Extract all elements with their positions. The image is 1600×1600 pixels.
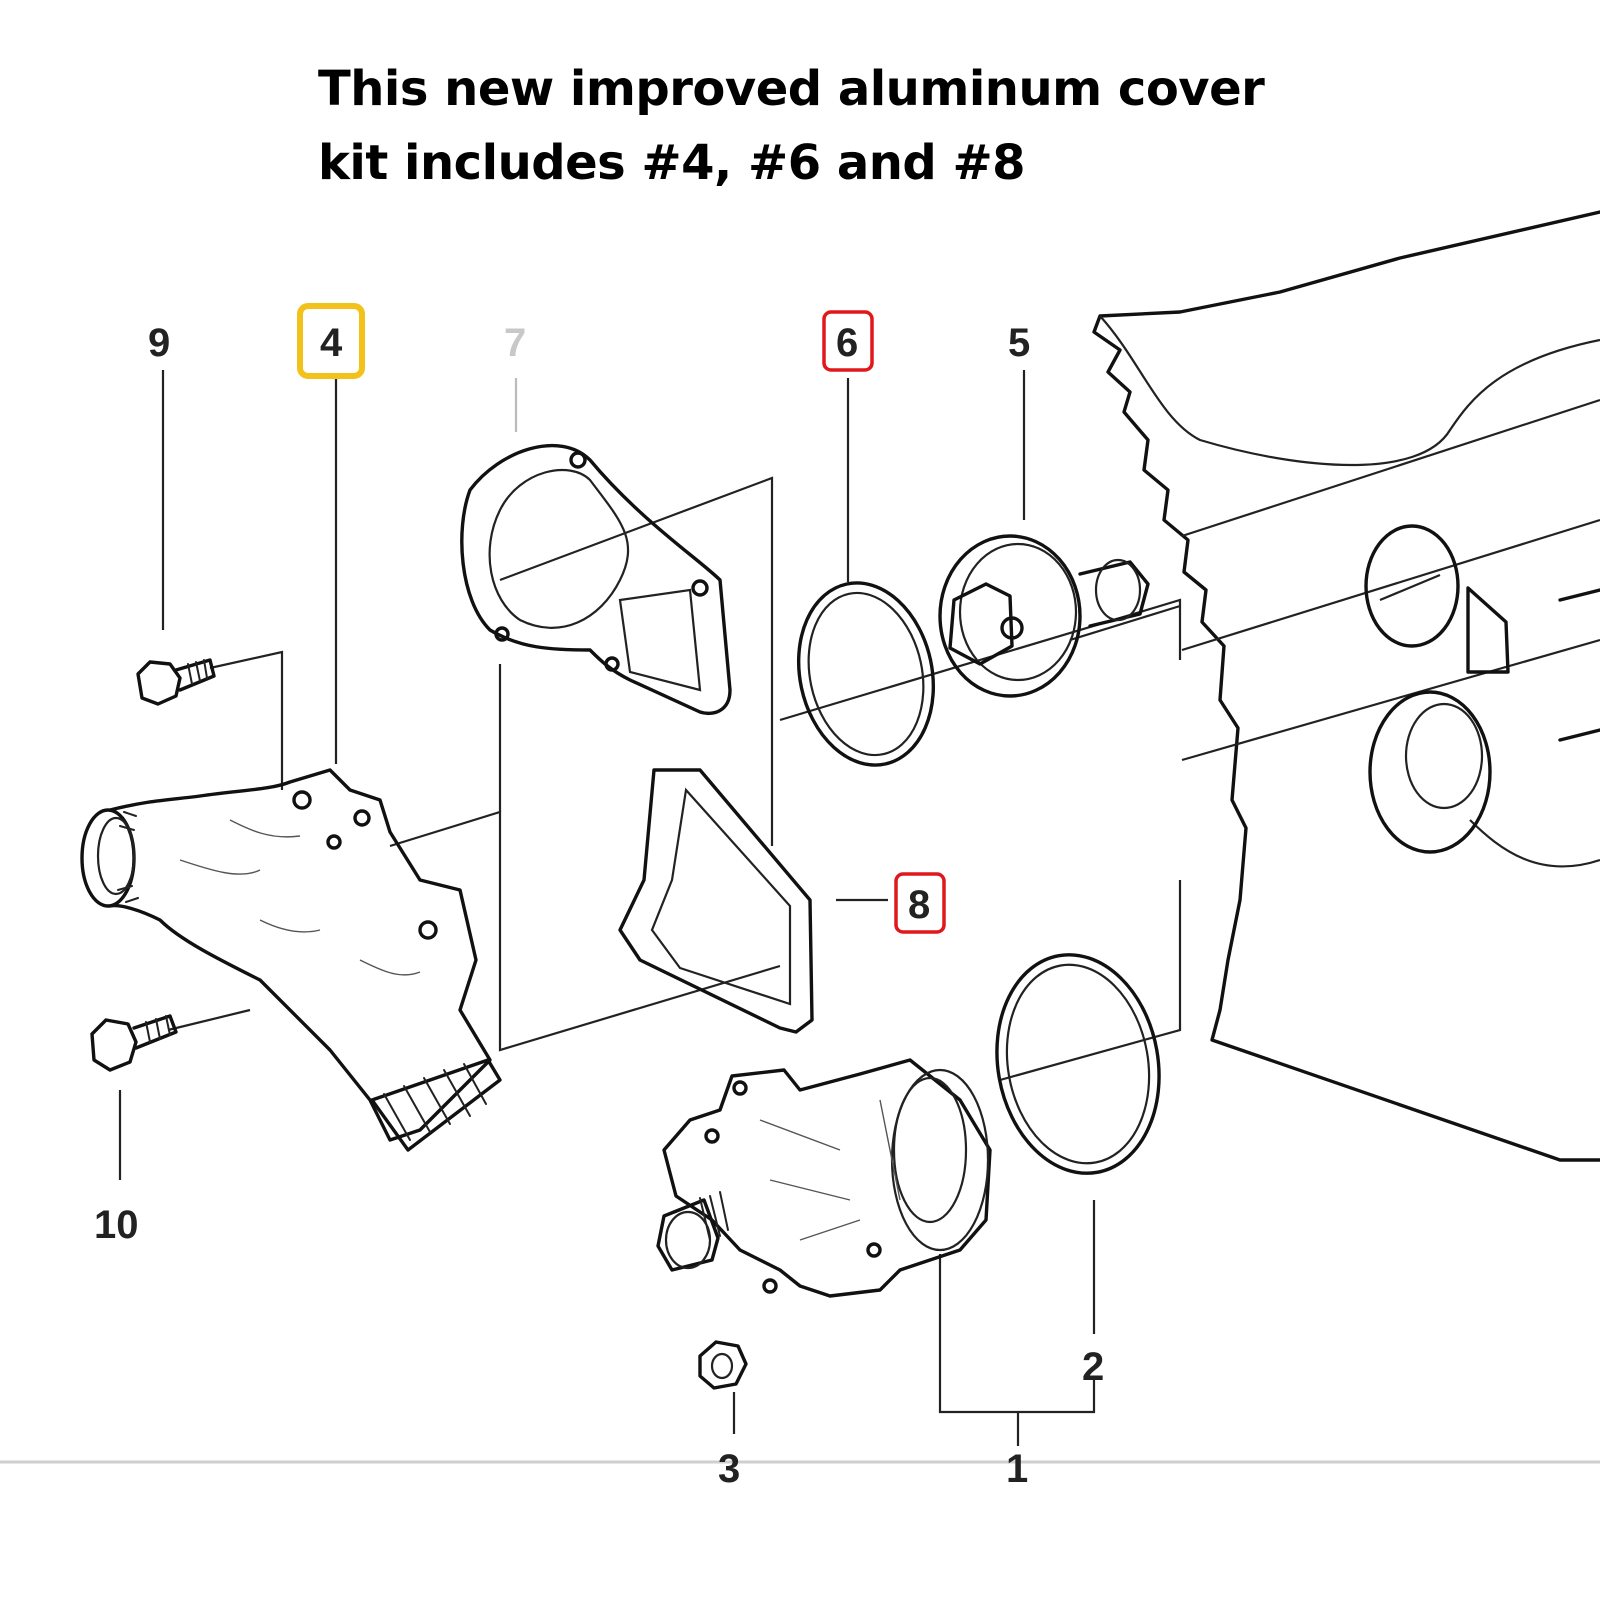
assembly-lines xyxy=(167,476,1182,1082)
caption: This new improved aluminum cover kit inc… xyxy=(318,52,1318,200)
callout-6-highlight xyxy=(822,310,874,372)
leader-lines xyxy=(118,370,1096,1446)
bolt-9 xyxy=(136,658,216,706)
callout-4-highlight xyxy=(297,303,365,379)
caption-line-1: This new improved aluminum cover xyxy=(318,61,1265,117)
caption-line-2: kit includes #4, #6 and #8 xyxy=(318,135,1026,191)
callout-7: 7 xyxy=(504,321,526,365)
gasket-7 xyxy=(460,443,732,716)
o-ring-6 xyxy=(796,581,936,767)
callout-3: 3 xyxy=(718,1447,740,1491)
thermostat-housing-4 xyxy=(80,768,502,1152)
nut-3 xyxy=(698,1340,748,1390)
callout-2: 2 xyxy=(1082,1345,1104,1389)
thermostat-5 xyxy=(938,534,1150,698)
callout-9: 9 xyxy=(148,321,170,365)
o-ring-2 xyxy=(995,953,1161,1175)
gasket-8 xyxy=(618,768,814,1034)
callout-6: 6 xyxy=(836,321,858,365)
callout-1: 1 xyxy=(1006,1447,1028,1491)
engine-block xyxy=(1092,210,1600,1162)
callout-10: 10 xyxy=(94,1203,139,1247)
water-pump-1 xyxy=(656,1058,992,1298)
callout-4: 4 xyxy=(320,321,343,365)
callout-8: 8 xyxy=(908,883,930,927)
callout-5: 5 xyxy=(1008,321,1030,365)
bolt-10 xyxy=(90,1014,178,1072)
callout-8-highlight xyxy=(894,872,946,934)
